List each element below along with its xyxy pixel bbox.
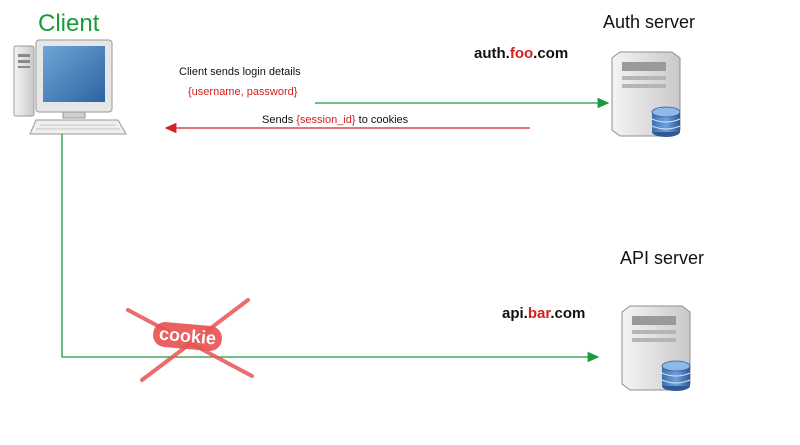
desktop-computer-icon	[13, 39, 127, 135]
auth-server-title: Auth server	[603, 12, 696, 32]
api-domain-suffix: .com	[550, 305, 586, 322]
session-suffix: to cookies	[355, 114, 409, 126]
login-credentials: {username, password}	[188, 86, 298, 98]
auth-domain-highlight: foo	[509, 45, 534, 62]
api-domain-highlight: bar	[527, 305, 551, 322]
api-request-arrow	[61, 134, 600, 363]
api-server-title: API server	[620, 248, 705, 268]
api-server-domain: api.bar.com	[502, 305, 585, 322]
auth-server-domain: auth.foo.com	[474, 45, 568, 62]
api-server-icon	[621, 305, 691, 391]
auth-domain-suffix: .com	[533, 45, 569, 62]
api-domain-prefix: api.	[502, 305, 528, 322]
session-prefix: Sends	[262, 114, 297, 126]
session-message: Sends {session_id} to cookies	[262, 114, 408, 126]
auth-server-icon	[611, 51, 681, 137]
auth-domain-prefix: auth.	[474, 45, 510, 62]
client-title: Client	[38, 10, 100, 37]
session-id-highlight: {session_id}	[296, 114, 356, 126]
login-message: Client sends login details	[179, 66, 301, 78]
